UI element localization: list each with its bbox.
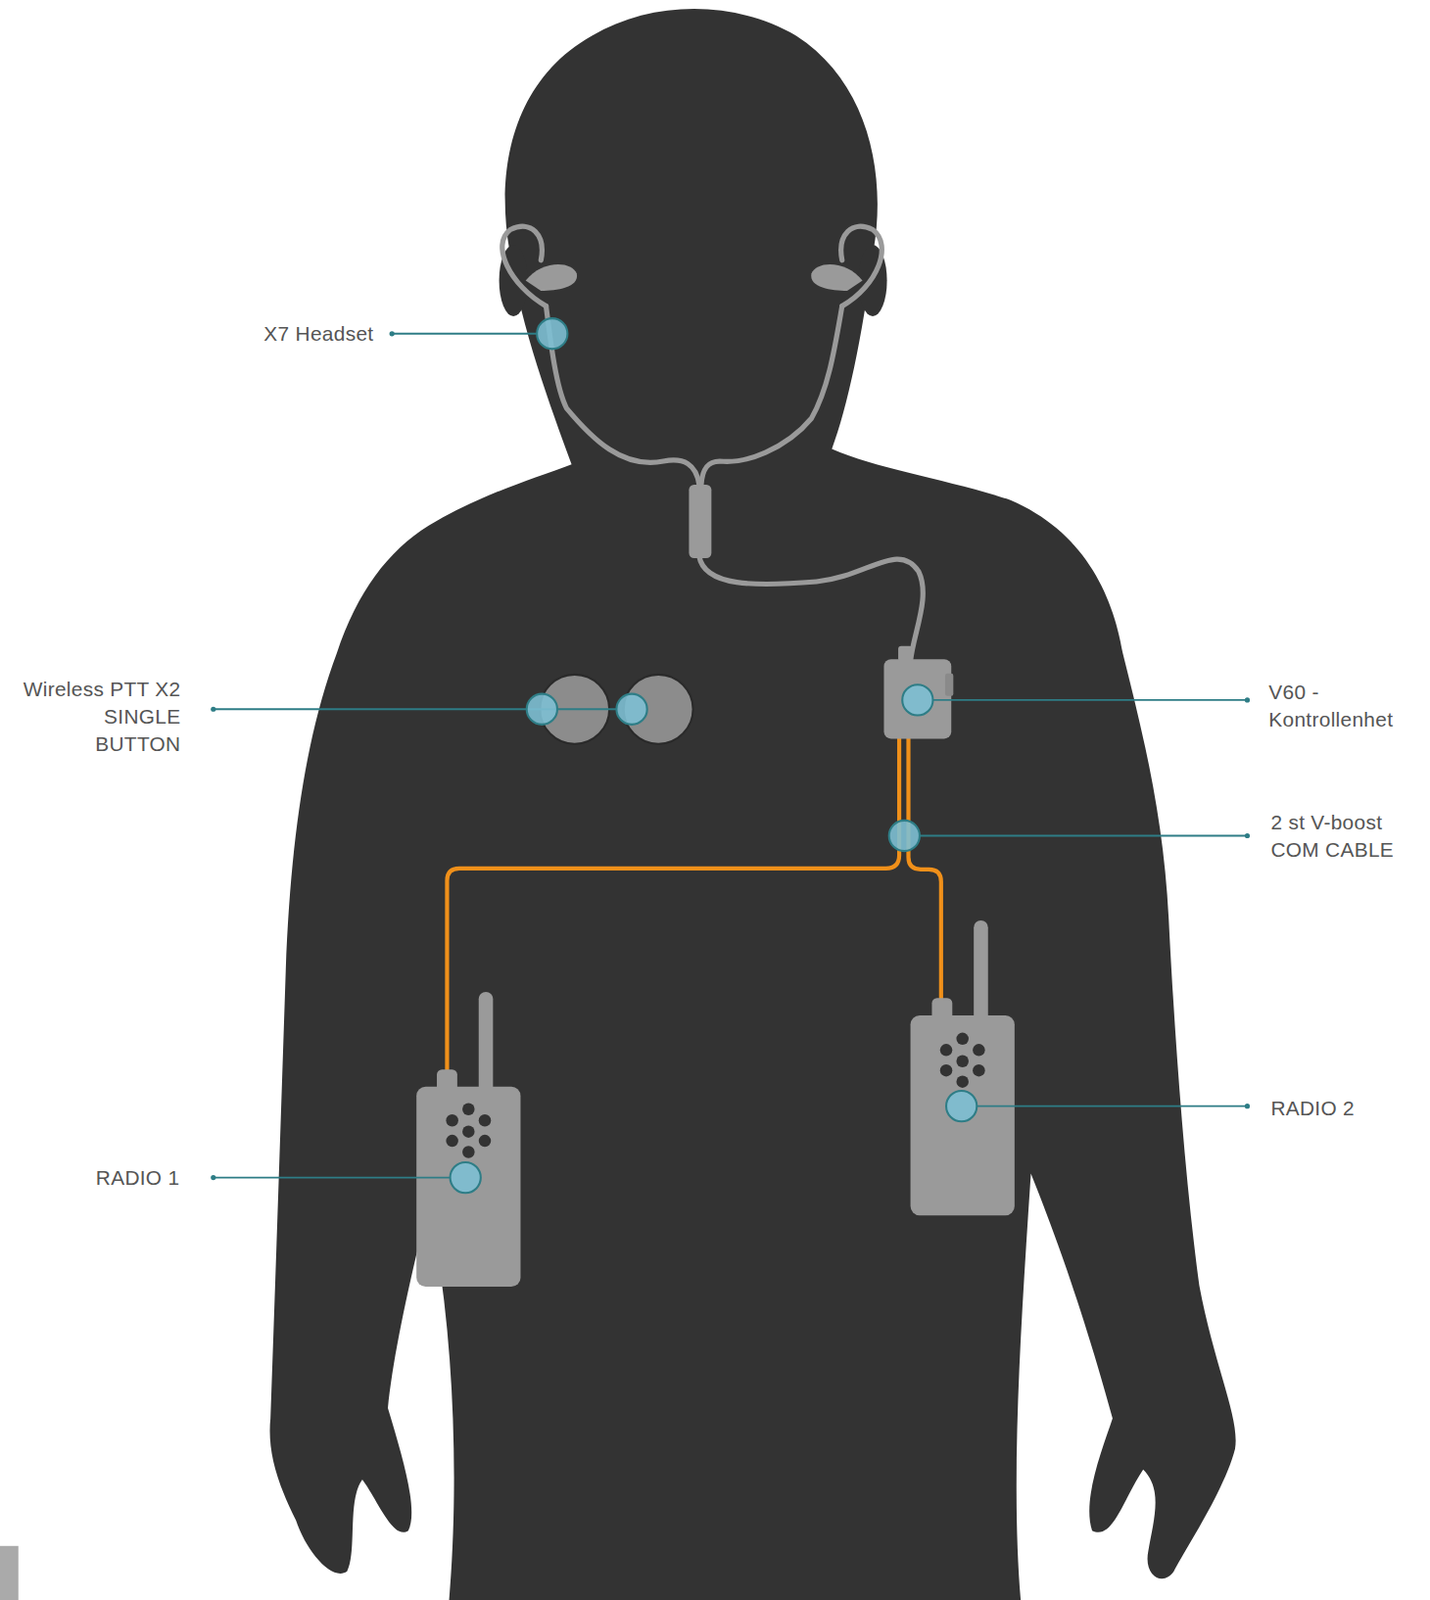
radio (416, 992, 521, 1287)
part-label: RADIO 1 (26, 1164, 180, 1192)
part-label: Wireless PTT X2 SINGLE BUTTON (22, 675, 182, 759)
callout-dot (450, 318, 978, 1193)
part-label: X7 Headset (169, 320, 374, 348)
headset-cable (502, 226, 924, 662)
control-unit (883, 659, 952, 739)
person-silhouette (270, 8, 1237, 1600)
leader-line (213, 333, 1248, 1179)
com-cable (446, 736, 941, 1078)
part-label: V60 - Kontrollenhet (1268, 678, 1422, 734)
radio (910, 920, 1015, 1216)
part-label: RADIO 2 (1270, 1095, 1424, 1123)
part-label: 2 st V-boost COM CABLE (1270, 809, 1409, 864)
headset-connector (688, 484, 712, 559)
